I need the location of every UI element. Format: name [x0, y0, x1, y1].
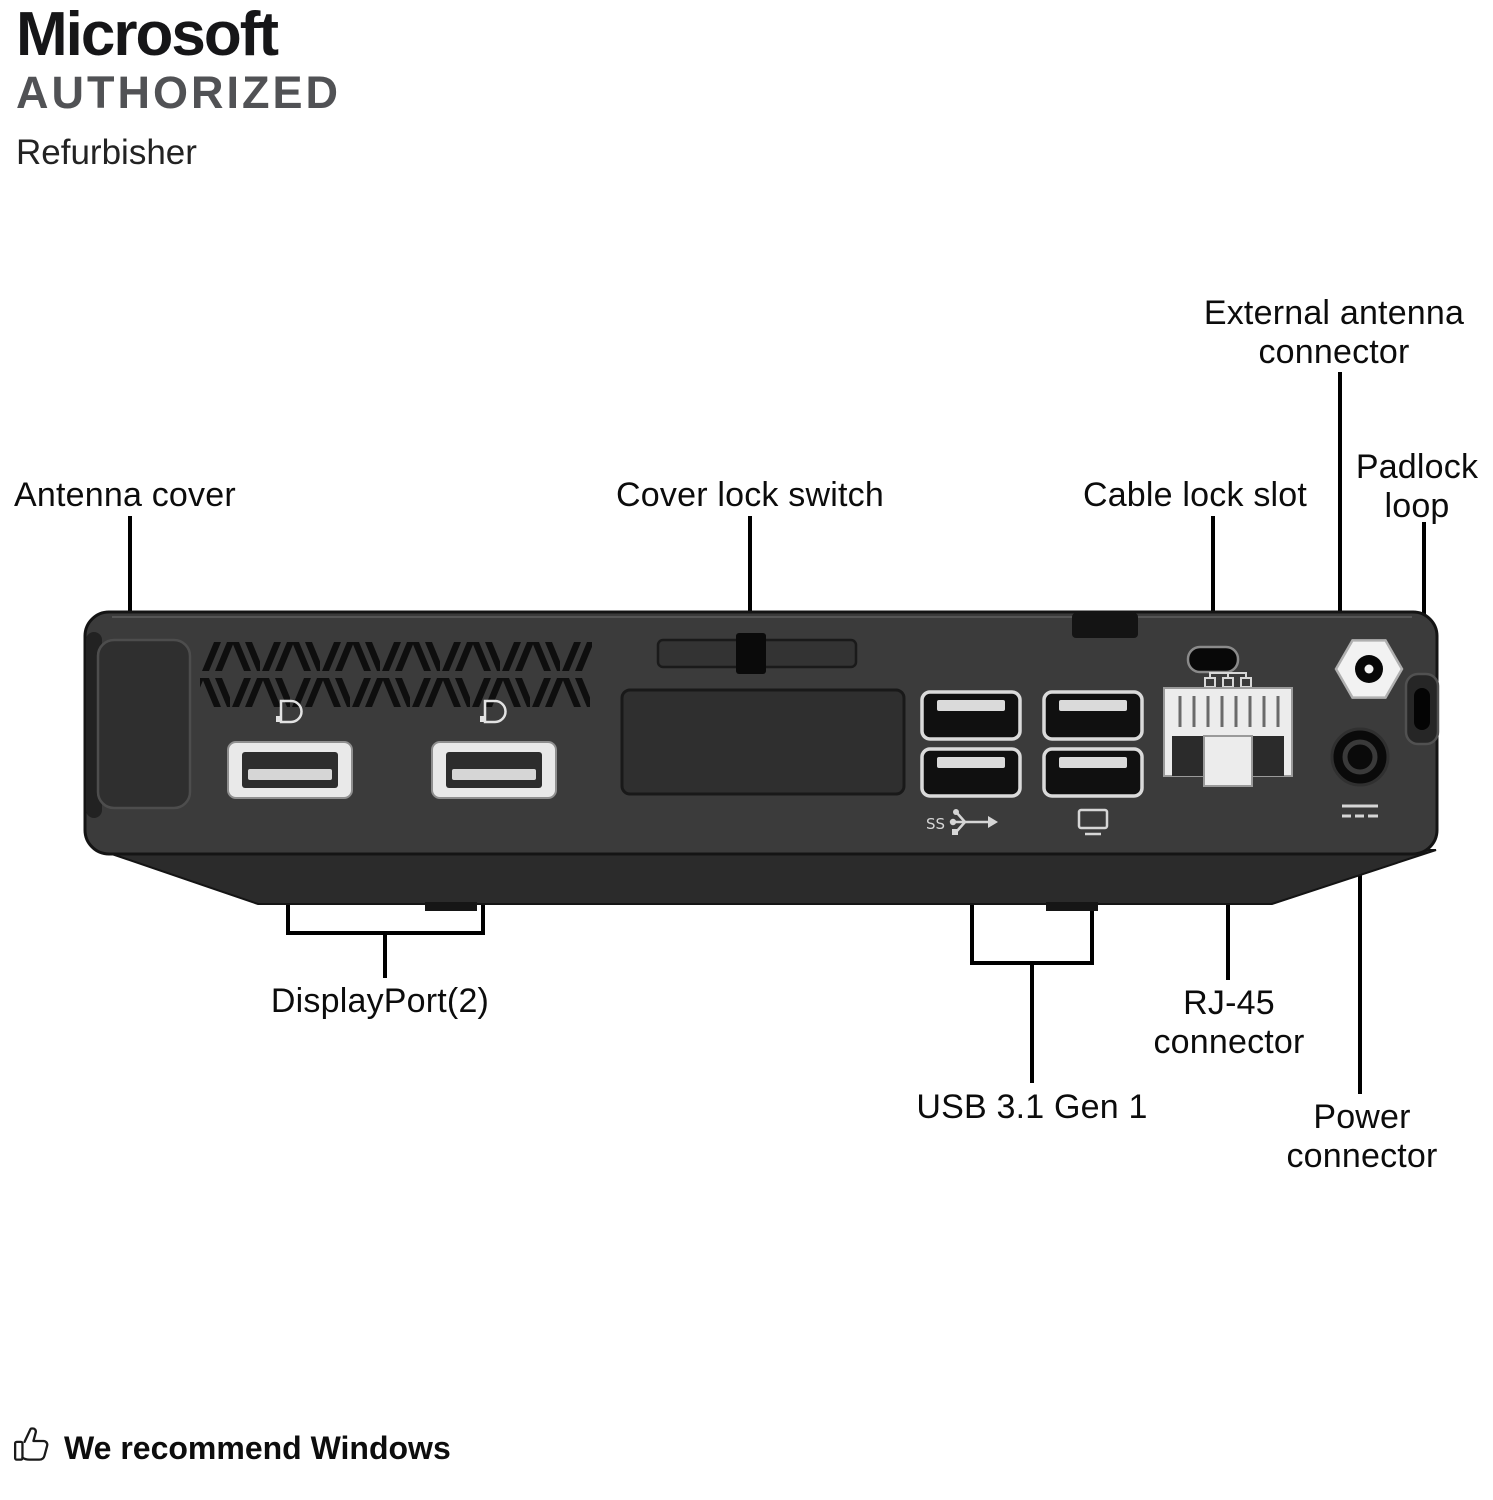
usb-port-bottom-right — [1042, 747, 1144, 798]
power-dc-icon — [1342, 804, 1378, 818]
displayport-port-1 — [227, 741, 353, 799]
usb-display-icon — [1077, 808, 1109, 836]
service-plate — [620, 688, 906, 796]
displayport-icon — [480, 699, 507, 724]
device-foot-right — [1046, 902, 1098, 911]
vent-grille-row1 — [200, 640, 592, 673]
device-foot-left — [425, 902, 477, 911]
cable-lock-slot — [1186, 645, 1240, 674]
logo-brand: Microsoft — [16, 0, 279, 69]
usb-superspeed-icon: SS — [926, 809, 998, 835]
vent-grille-row2 — [200, 676, 592, 709]
windows-recommendation: We recommend Windows — [64, 1430, 451, 1466]
usb-port-top-left — [920, 690, 1022, 741]
usb-port-top-right — [1042, 690, 1144, 741]
label-rj45: RJ-45 connector — [1153, 984, 1305, 1062]
antenna-cover-panel — [96, 638, 192, 810]
logo-program: AUTHORIZED — [16, 67, 341, 118]
rj45-port — [1163, 687, 1293, 787]
label-external-antenna-connector: External antenna connector — [1203, 294, 1465, 372]
usb-port-bottom-left — [920, 747, 1022, 798]
label-padlock-loop: Padlock loop — [1355, 448, 1479, 526]
displayport-port-2 — [431, 741, 557, 799]
label-antenna-cover: Antenna cover — [14, 476, 236, 514]
external-antenna-connector — [1334, 639, 1404, 699]
logo-role: Refurbisher — [16, 133, 197, 173]
label-cover-lock-switch: Cover lock switch — [616, 476, 884, 514]
label-power: Power connector — [1286, 1098, 1438, 1176]
usb-ss-text: SS — [926, 815, 945, 833]
top-notch — [1072, 613, 1138, 638]
cover-lock-switch — [736, 633, 766, 674]
label-displayport: DisplayPort(2) — [270, 982, 490, 1020]
padlock-loop — [1404, 672, 1440, 746]
power-connector — [1330, 727, 1390, 787]
device-rear-view: SS — [83, 610, 1440, 911]
displayport-icon — [276, 699, 303, 724]
thumbs-up-icon — [13, 1427, 49, 1461]
device-base — [99, 849, 1437, 905]
refurbisher-logo: Microsoft AUTHORIZED Refurbisher — [16, 4, 341, 173]
label-cable-lock-slot: Cable lock slot — [1082, 476, 1308, 514]
label-usb: USB 3.1 Gen 1 — [916, 1088, 1148, 1126]
